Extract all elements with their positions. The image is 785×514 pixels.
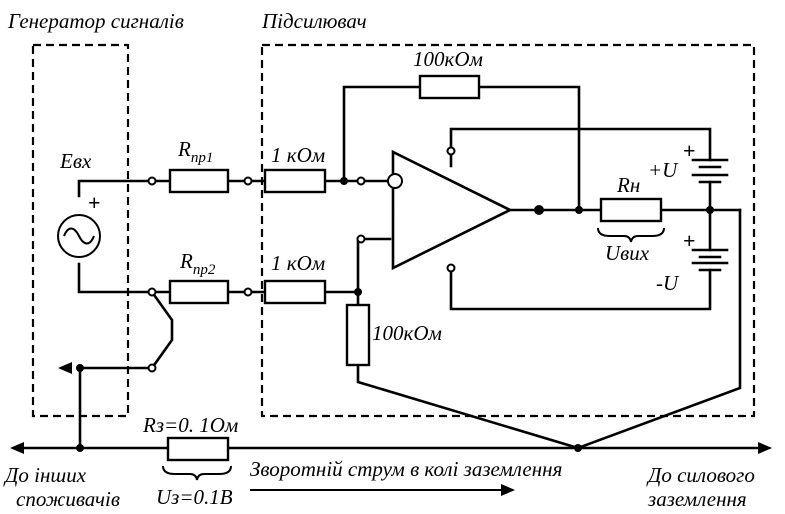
r-ground-ref-label: 100кОм [372,321,442,345]
battery-bottom-plus: + [683,228,696,253]
rpr1-label: Rпр1 [177,137,213,166]
to-others-line1: До інших [3,463,87,487]
r-feedback-label: 100кОм [413,47,483,71]
resistor-load [599,197,663,223]
generator-title: Генератор сигналів [7,9,184,33]
battery-plus-icon [691,158,729,184]
r-load-label: Rн [616,173,640,197]
amplifier-title: Підсилювач [261,9,367,33]
plus-u-label: +U [648,158,679,182]
brace-uz [162,465,232,481]
wires [18,85,762,450]
ac-source-icon [57,214,101,258]
resistor-1kohm-bottom [263,279,327,305]
junction-dots [76,177,714,452]
uz-label: Uз=0.1В [156,485,233,509]
u-out-label: Uвих [605,241,650,265]
r-in1-label: 1 кОм [271,143,325,167]
to-power-ground-line1: До силового [646,463,755,487]
battery-top-plus: + [683,138,696,163]
rz-label: Rз=0. 1Ом [142,413,238,437]
source-label: Евх [59,149,92,173]
resistor-100kohm-feedback [418,74,481,100]
to-power-ground-line2: заземлення [647,487,747,511]
arrowheads [10,362,772,496]
battery-minus-icon [691,248,729,272]
return-current-label: Зворотній струм в колі заземлення [250,457,562,481]
resistor-rpr2 [168,279,230,305]
r-in2-label: 1 кОм [271,251,325,275]
resistor-100kohm-ground [345,303,371,367]
minus-u-label: -U [656,271,680,295]
terminal-nodes [147,146,456,373]
inverting-input-circle [387,173,403,189]
resistor-rz [166,436,230,462]
resistor-rpr1 [168,168,230,194]
rpr2-label: Rпр2 [179,249,216,278]
resistor-1kohm-top [263,168,327,194]
to-others-line2: споживачів [16,487,120,511]
op-amp [391,149,513,271]
source-plus-sign: + [88,190,101,215]
amplifier-block [260,43,756,418]
brace-uout [597,227,665,243]
